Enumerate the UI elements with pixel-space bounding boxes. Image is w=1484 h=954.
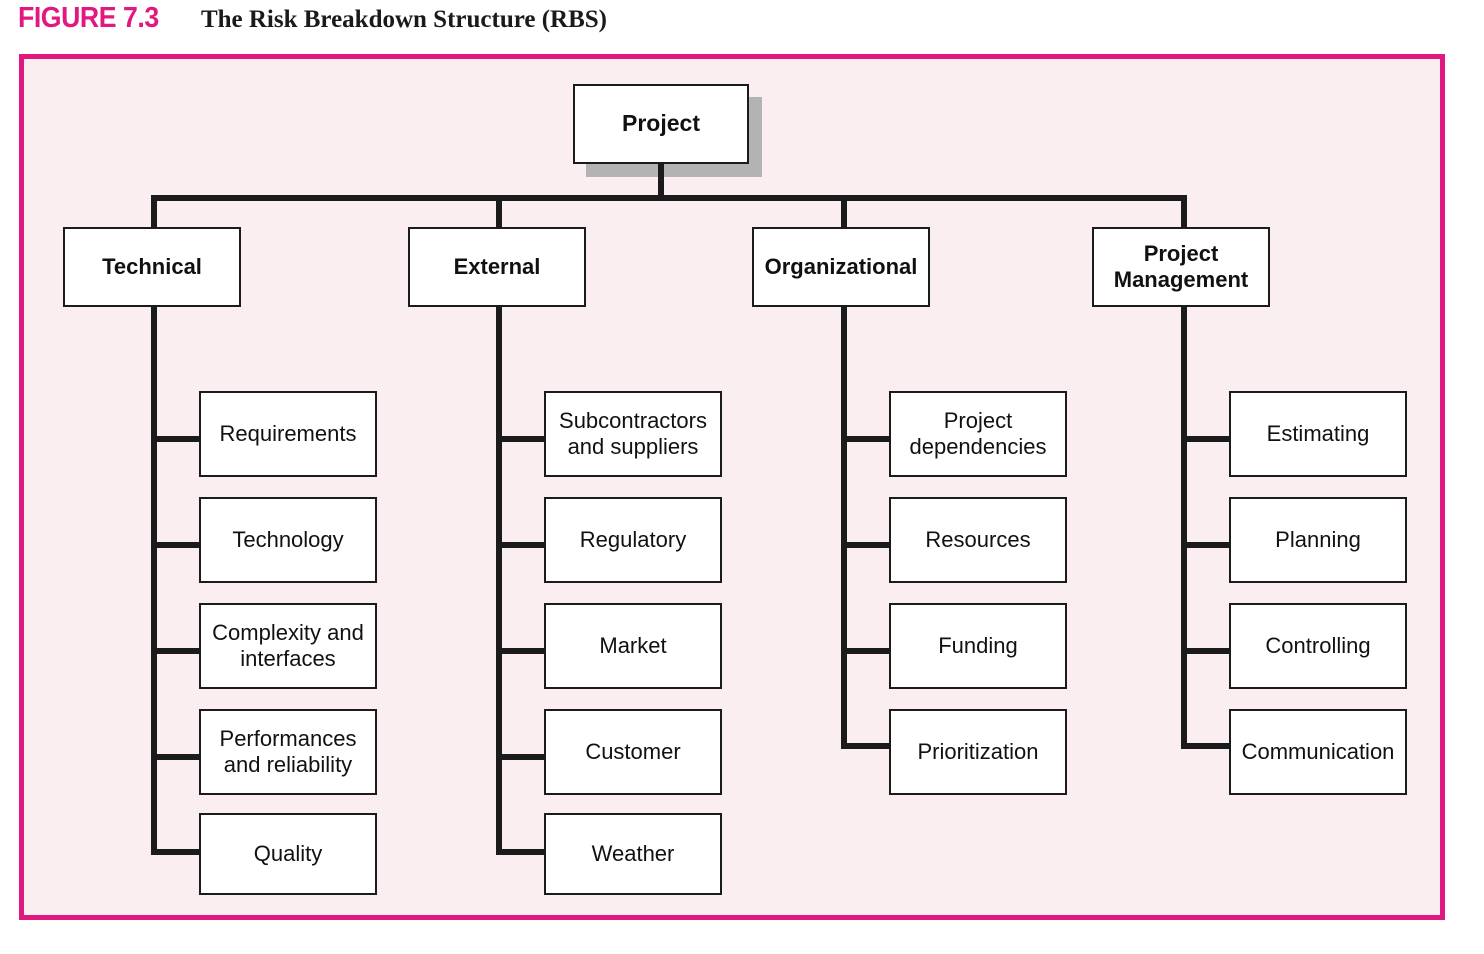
- node-quality[interactable]: Quality: [199, 813, 377, 895]
- connector-trunk-external: [496, 307, 502, 855]
- node-estimating[interactable]: Estimating: [1229, 391, 1407, 477]
- connector-leaf-weather: [496, 849, 547, 855]
- connector-leaf-requirements: [151, 436, 202, 442]
- node-label: Weather: [591, 841, 675, 867]
- node-label-line1: Complexity and: [212, 620, 364, 646]
- node-label-line2: Management: [1113, 267, 1249, 292]
- node-prioritization[interactable]: Prioritization: [889, 709, 1067, 795]
- node-label-line2: dependencies: [909, 434, 1047, 459]
- node-label: Prioritization: [917, 739, 1039, 765]
- connector-leaf-quality: [151, 849, 202, 855]
- node-label: Project: [622, 110, 700, 137]
- node-label-line2: and suppliers: [567, 434, 699, 459]
- node-technology[interactable]: Technology: [199, 497, 377, 583]
- connector-leaf-customer: [496, 754, 547, 760]
- node-label: Planning: [1275, 527, 1361, 553]
- node-label: Quality: [253, 841, 323, 867]
- connector-trunk-technical: [151, 307, 157, 855]
- node-market[interactable]: Market: [544, 603, 722, 689]
- node-label-line1: Project: [1143, 241, 1219, 267]
- connector-leaf-estimating: [1181, 436, 1232, 442]
- node-funding[interactable]: Funding: [889, 603, 1067, 689]
- node-customer[interactable]: Customer: [544, 709, 722, 795]
- node-regulatory[interactable]: Regulatory: [544, 497, 722, 583]
- node-communication[interactable]: Communication: [1229, 709, 1407, 795]
- rbs-diagram: Project Technical External Organizationa…: [24, 59, 1440, 915]
- node-label: Technology: [232, 527, 344, 553]
- node-label: Controlling: [1265, 633, 1371, 659]
- node-planning[interactable]: Planning: [1229, 497, 1407, 583]
- node-label: Market: [599, 633, 667, 659]
- node-resources[interactable]: Resources: [889, 497, 1067, 583]
- page-title: The Risk Breakdown Structure (RBS): [200, 6, 608, 33]
- connector-leaf-planning: [1181, 542, 1232, 548]
- connector-leaf-prioritization: [841, 743, 892, 749]
- connector-leaf-project-dependencies: [841, 436, 892, 442]
- figure-caption: FIGURE 7.3 The Risk Breakdown Structure (…: [18, 2, 1448, 48]
- connector-root-stem: [658, 164, 664, 200]
- connector-leaf-subcontractors: [496, 436, 547, 442]
- node-label-line2: and reliability: [223, 752, 353, 777]
- node-label: Funding: [938, 633, 1018, 659]
- connector-leaf-technology: [151, 542, 202, 548]
- connector-stem-technical: [151, 195, 157, 228]
- node-requirements[interactable]: Requirements: [199, 391, 377, 477]
- connector-leaf-communication: [1181, 743, 1232, 749]
- connector-leaf-regulatory: [496, 542, 547, 548]
- connector-leaf-complexity: [151, 648, 202, 654]
- node-label: Customer: [585, 739, 681, 765]
- node-label: Estimating: [1266, 421, 1370, 447]
- node-label: Organizational: [764, 254, 918, 280]
- node-external[interactable]: External: [408, 227, 586, 307]
- node-technical[interactable]: Technical: [63, 227, 241, 307]
- connector-leaf-funding: [841, 648, 892, 654]
- node-weather[interactable]: Weather: [544, 813, 722, 895]
- connector-stem-external: [496, 195, 502, 228]
- figure-number: FIGURE 7.3: [18, 2, 159, 34]
- node-label: Regulatory: [579, 527, 687, 553]
- connector-stem-organizational: [841, 195, 847, 228]
- node-label: Requirements: [219, 421, 357, 447]
- node-label: Resources: [925, 527, 1031, 553]
- node-label-line1: Project: [943, 408, 1013, 434]
- node-label: Technical: [102, 254, 202, 280]
- figure-frame: Project Technical External Organizationa…: [19, 54, 1445, 920]
- node-label-line1: Performances: [219, 726, 357, 752]
- node-project[interactable]: Project: [573, 84, 749, 164]
- connector-trunk-project-management: [1181, 307, 1187, 749]
- node-label-line1: Subcontractors: [559, 408, 707, 434]
- connector-leaf-resources: [841, 542, 892, 548]
- node-label: External: [453, 254, 541, 280]
- node-label-line2: interfaces: [240, 646, 336, 671]
- node-controlling[interactable]: Controlling: [1229, 603, 1407, 689]
- node-label: Communication: [1241, 739, 1395, 765]
- connector-stem-project-management: [1181, 195, 1187, 228]
- connector-leaf-performances: [151, 754, 202, 760]
- connector-leaf-market: [496, 648, 547, 654]
- connector-leaf-controlling: [1181, 648, 1232, 654]
- connector-branch-bus: [151, 195, 1187, 201]
- connector-trunk-organizational: [841, 307, 847, 749]
- node-organizational[interactable]: Organizational: [752, 227, 930, 307]
